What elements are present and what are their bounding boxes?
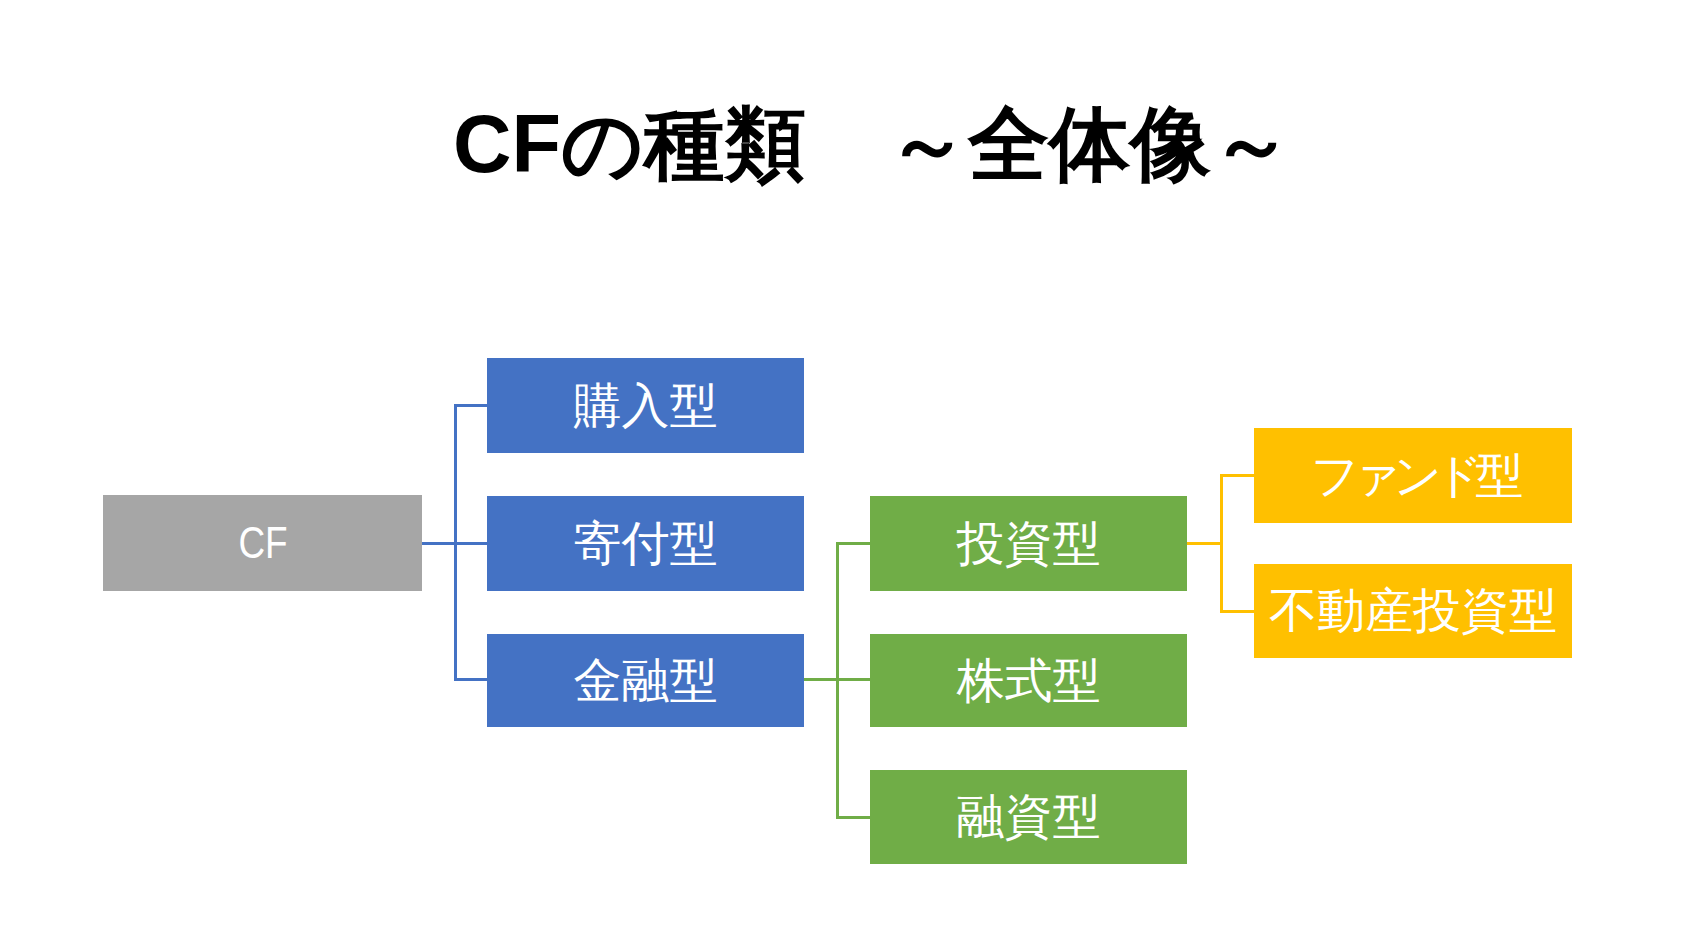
node-cf: CF (103, 495, 422, 591)
node-stock-type: 株式型 (870, 634, 1187, 727)
connector-blue-stub-top (454, 404, 487, 407)
connector-yellow-stub-bottom (1220, 610, 1254, 613)
node-donation-type: 寄付型 (487, 496, 804, 591)
connector-blue-vertical (454, 404, 457, 681)
connector-green-vertical (836, 542, 839, 819)
slide-title: CFの種類 ～全体像～ (0, 104, 1689, 185)
node-loan-type: 融資型 (870, 770, 1187, 864)
node-cf-label: CF (238, 517, 287, 569)
connector-investment-horizontal (1187, 542, 1222, 545)
node-finance-type: 金融型 (487, 634, 804, 727)
node-purchase-type: 購入型 (487, 358, 804, 453)
connector-green-stub-top (836, 542, 870, 545)
node-fund-type: ファンド型 (1254, 428, 1572, 523)
connector-yellow-vertical (1220, 474, 1223, 613)
connector-blue-stub-bottom (454, 678, 487, 681)
node-investment-type: 投資型 (870, 496, 1187, 591)
node-real-estate-investment-type: 不動産投資型 (1254, 564, 1572, 658)
connector-green-stub-bottom (836, 816, 870, 819)
connector-yellow-stub-top (1220, 474, 1254, 477)
